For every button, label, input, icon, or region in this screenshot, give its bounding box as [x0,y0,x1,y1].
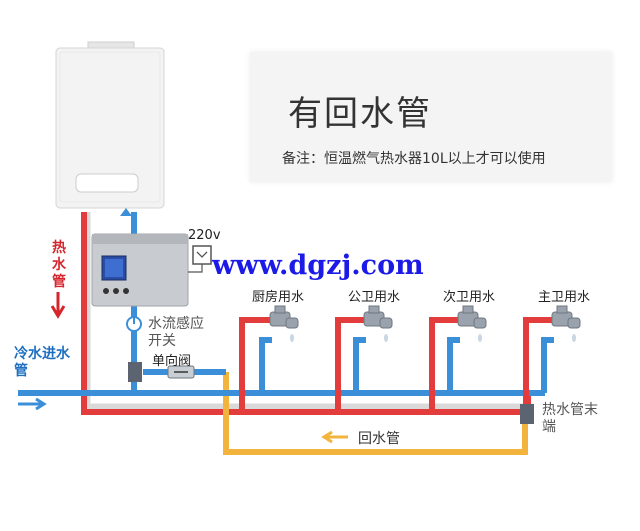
info-title: 有回水管 [288,94,432,134]
hot-pipe-label: 热水管 [52,240,66,290]
return-pipe [223,372,528,455]
tap-label-second-bath: 次卫用水 [443,290,496,305]
cold-inlet-label: 冷水进水管 [14,346,70,379]
check-valve-icon [128,362,195,382]
tap-label-kitchen: 厨房用水 [252,290,305,305]
hot-water-pipe [81,212,528,415]
water-heater-icon [55,41,165,209]
branch-pipes [239,317,554,412]
info-card [250,52,612,182]
voltage-label: 220v [188,228,221,243]
outlet-icon [188,245,212,273]
hot-end-label: 热水管末端 [542,402,598,435]
tap-label-public-bath: 公卫用水 [348,290,401,305]
check-valve-label: 单向阀 [152,354,192,369]
return-pipe-label: 回水管 [358,431,400,447]
flow-switch-label: 水流感应开关 [148,316,204,349]
power-icon [126,316,142,332]
tap-label-master-bath: 主卫用水 [538,290,591,305]
info-note: 备注：恒温燃气热水器10L以上才可以使用 [282,151,546,167]
watermark: www.dgzj.com [212,250,424,281]
pump-controller-icon [91,233,189,307]
faucet-icon [269,305,581,329]
arrow-icon [18,208,348,444]
